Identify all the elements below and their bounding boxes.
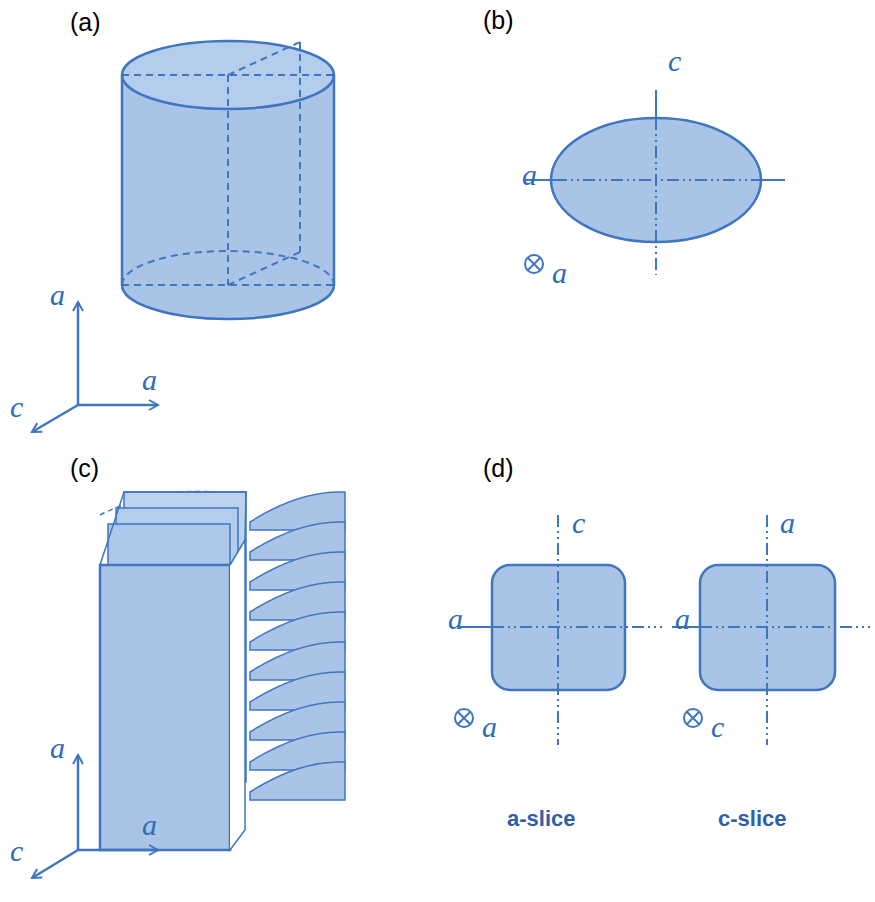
slice-title: c-slice xyxy=(718,808,787,830)
axis-label: c xyxy=(711,712,724,742)
axis-label: c xyxy=(668,46,681,76)
axis-label: a xyxy=(142,365,157,395)
axis-label: a xyxy=(482,712,497,742)
panel-label: (a) xyxy=(70,10,101,35)
axis-label: a xyxy=(142,810,157,840)
axis-label: c xyxy=(572,508,585,538)
axis-label: a xyxy=(50,280,65,310)
axis-label: a xyxy=(448,604,463,634)
axis-label: c xyxy=(10,836,23,866)
slice-title: a-slice xyxy=(507,808,576,830)
panel-label: (b) xyxy=(483,8,514,33)
panel-label: (c) xyxy=(70,456,99,481)
axis-label: a xyxy=(552,258,567,288)
axis-label: a xyxy=(50,733,65,763)
axis-label: a xyxy=(522,160,537,190)
axis-label: a xyxy=(780,508,795,538)
sector-slice xyxy=(250,762,345,800)
panel-label: (d) xyxy=(483,456,514,481)
axis-label: a xyxy=(675,604,690,634)
axis-label: c xyxy=(10,392,23,422)
